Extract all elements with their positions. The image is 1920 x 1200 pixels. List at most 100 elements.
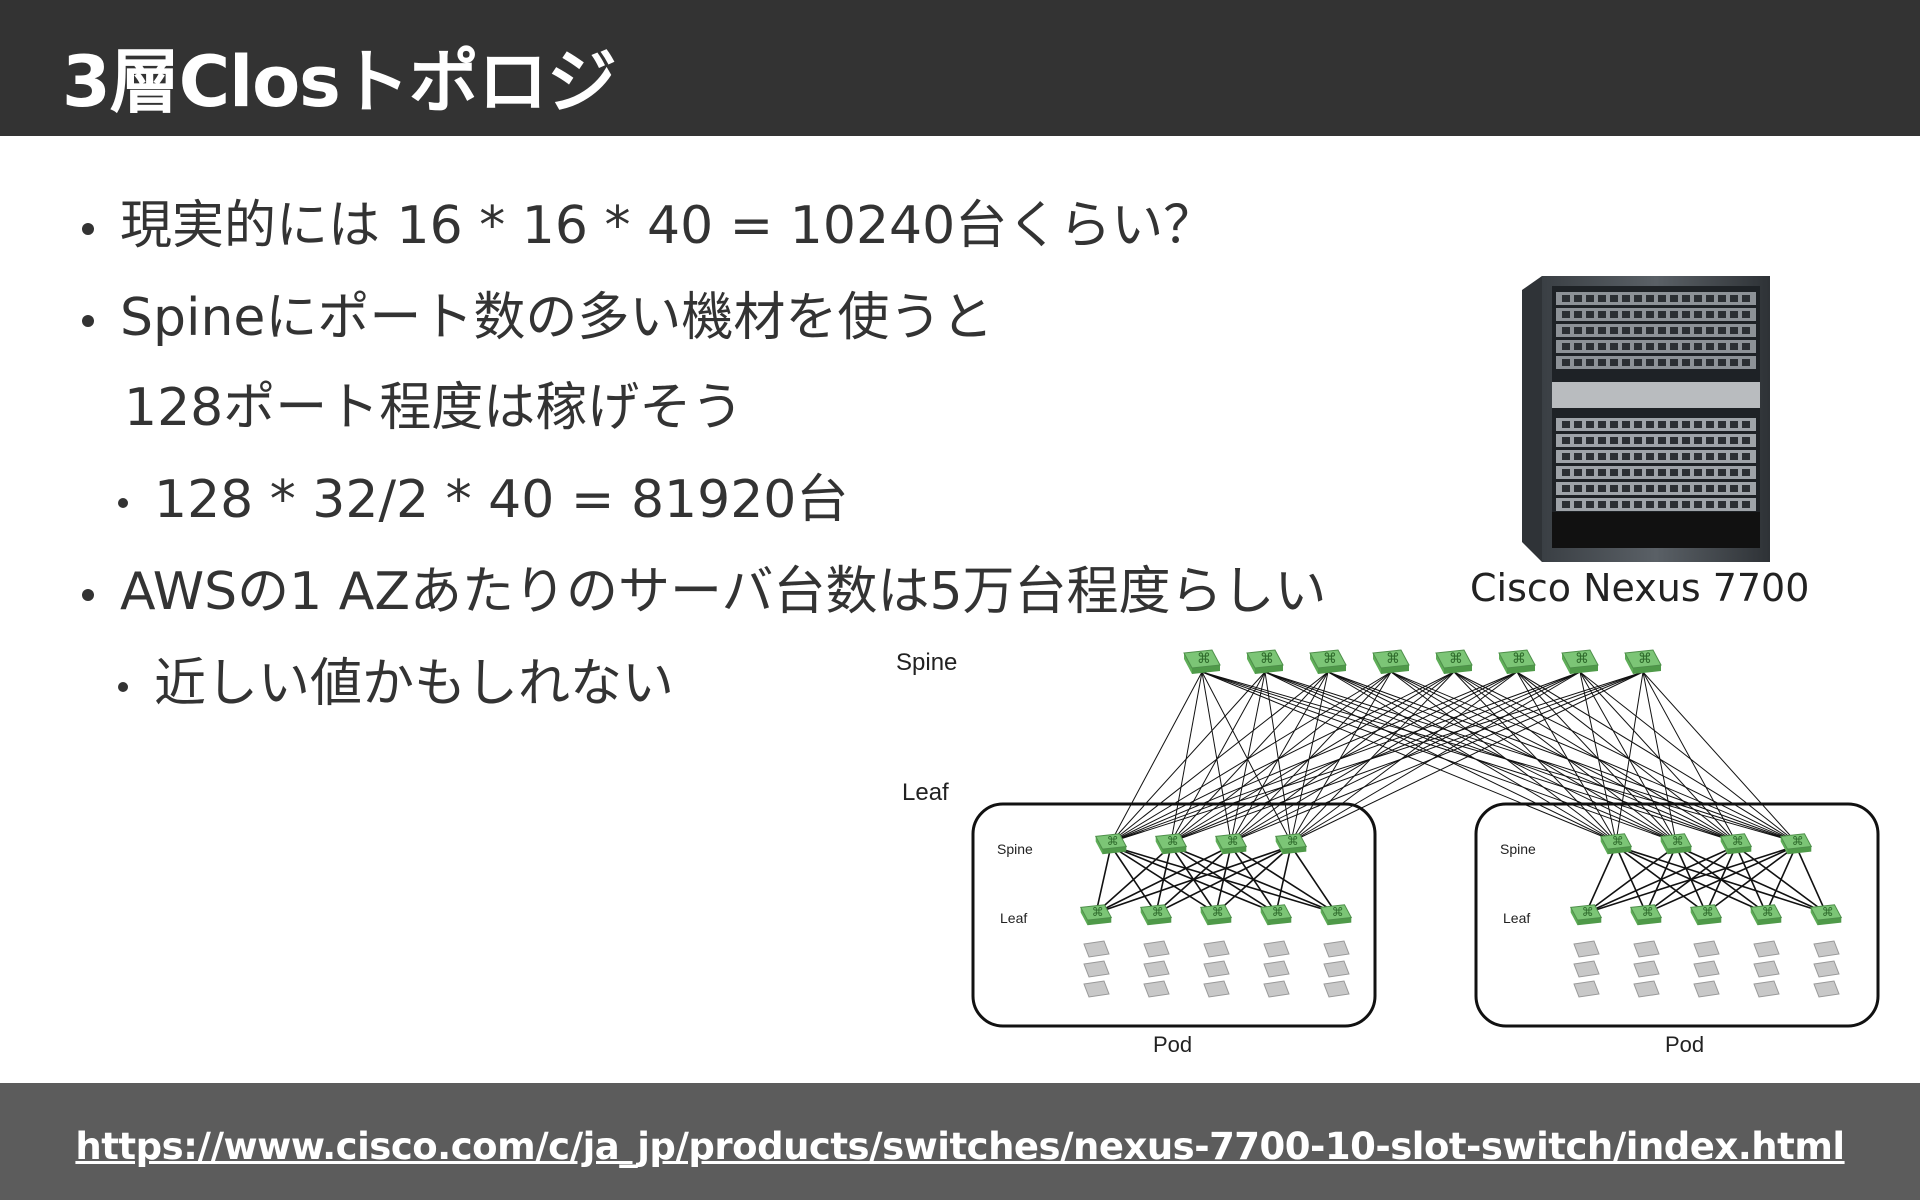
pod-spine-switch: ⌘: [1154, 833, 1188, 855]
pod-spine-switch: ⌘: [1274, 833, 1308, 855]
link: [1110, 671, 1455, 843]
server: [1753, 960, 1780, 978]
link: [1201, 671, 1797, 843]
port: [1682, 501, 1690, 508]
port: [1742, 485, 1750, 492]
port: [1574, 421, 1582, 428]
port: [1562, 485, 1570, 492]
port: [1658, 501, 1666, 508]
port: [1682, 421, 1690, 428]
link: [1705, 845, 1797, 914]
svg-text:⌘: ⌘: [1612, 834, 1624, 848]
link: [1264, 671, 1617, 843]
link: [1453, 671, 1677, 843]
port: [1658, 327, 1666, 334]
pod-label-left: Pod: [1153, 1032, 1192, 1057]
port: [1586, 437, 1594, 444]
port: [1718, 453, 1726, 460]
link: [1201, 671, 1737, 843]
link: [1390, 671, 1797, 843]
port: [1598, 453, 1606, 460]
svg-text:⌘: ⌘: [1167, 834, 1179, 848]
link: [1201, 671, 1617, 843]
port: [1598, 327, 1606, 334]
port: [1646, 501, 1654, 508]
link: [1170, 671, 1644, 843]
source-link[interactable]: https://www.cisco.com/c/ja_jp/products/s…: [75, 1125, 1845, 1168]
svg-text:⌘: ⌘: [1323, 651, 1337, 667]
port: [1742, 437, 1750, 444]
port: [1718, 295, 1726, 302]
port: [1694, 469, 1702, 476]
top-spine-switch: ⌘: [1561, 649, 1599, 674]
svg-text:⌘: ⌘: [1227, 834, 1239, 848]
port: [1694, 501, 1702, 508]
port: [1634, 327, 1642, 334]
port: [1598, 437, 1606, 444]
port: [1622, 485, 1630, 492]
link: [1110, 671, 1581, 843]
server: [1323, 960, 1350, 978]
link: [1453, 671, 1737, 843]
port: [1730, 453, 1738, 460]
server: [1693, 980, 1720, 998]
port: [1562, 343, 1570, 350]
server: [1753, 940, 1780, 958]
pod-leaf-switch: ⌘: [1199, 904, 1233, 926]
link: [1290, 671, 1644, 843]
port: [1574, 501, 1582, 508]
link: [1230, 671, 1581, 843]
port: [1730, 501, 1738, 508]
port: [1622, 359, 1630, 366]
port: [1682, 327, 1690, 334]
port: [1682, 295, 1690, 302]
port: [1658, 453, 1666, 460]
nexus-switch-image: [1522, 276, 1770, 562]
port: [1694, 453, 1702, 460]
port: [1622, 421, 1630, 428]
top-spine-switch: ⌘: [1498, 649, 1536, 674]
port: [1598, 469, 1606, 476]
port: [1730, 311, 1738, 318]
bullet-dot: [82, 223, 94, 235]
port: [1694, 343, 1702, 350]
server: [1143, 940, 1170, 958]
clos-topology-diagram: ⌘⌘⌘⌘⌘⌘⌘⌘⌘⌘⌘⌘⌘⌘⌘⌘⌘⌘⌘⌘⌘⌘⌘⌘⌘⌘ Spine Leaf Sp…: [896, 649, 1880, 1057]
port: [1718, 327, 1726, 334]
port: [1634, 469, 1642, 476]
port: [1730, 295, 1738, 302]
port: [1694, 485, 1702, 492]
port: [1622, 501, 1630, 508]
port: [1646, 327, 1654, 334]
port: [1586, 485, 1594, 492]
port: [1706, 437, 1714, 444]
top-spine-switch: ⌘: [1309, 649, 1347, 674]
link: [1642, 671, 1797, 843]
port: [1586, 343, 1594, 350]
port: [1706, 501, 1714, 508]
port: [1694, 327, 1702, 334]
port: [1742, 343, 1750, 350]
port: [1646, 343, 1654, 350]
port: [1646, 295, 1654, 302]
port: [1574, 295, 1582, 302]
port: [1610, 453, 1618, 460]
port: [1670, 343, 1678, 350]
port: [1718, 501, 1726, 508]
server: [1203, 940, 1230, 958]
link: [1579, 671, 1737, 843]
port: [1586, 421, 1594, 428]
link: [1453, 671, 1617, 843]
port: [1646, 469, 1654, 476]
port: [1634, 453, 1642, 460]
port: [1574, 311, 1582, 318]
link: [1230, 671, 1392, 843]
link: [1579, 671, 1617, 843]
svg-text:⌘: ⌘: [1152, 905, 1164, 919]
link: [1390, 671, 1617, 843]
link: [1155, 845, 1292, 914]
link: [1170, 671, 1266, 843]
link: [1095, 845, 1112, 914]
svg-text:⌘: ⌘: [1822, 905, 1834, 919]
port: [1670, 311, 1678, 318]
